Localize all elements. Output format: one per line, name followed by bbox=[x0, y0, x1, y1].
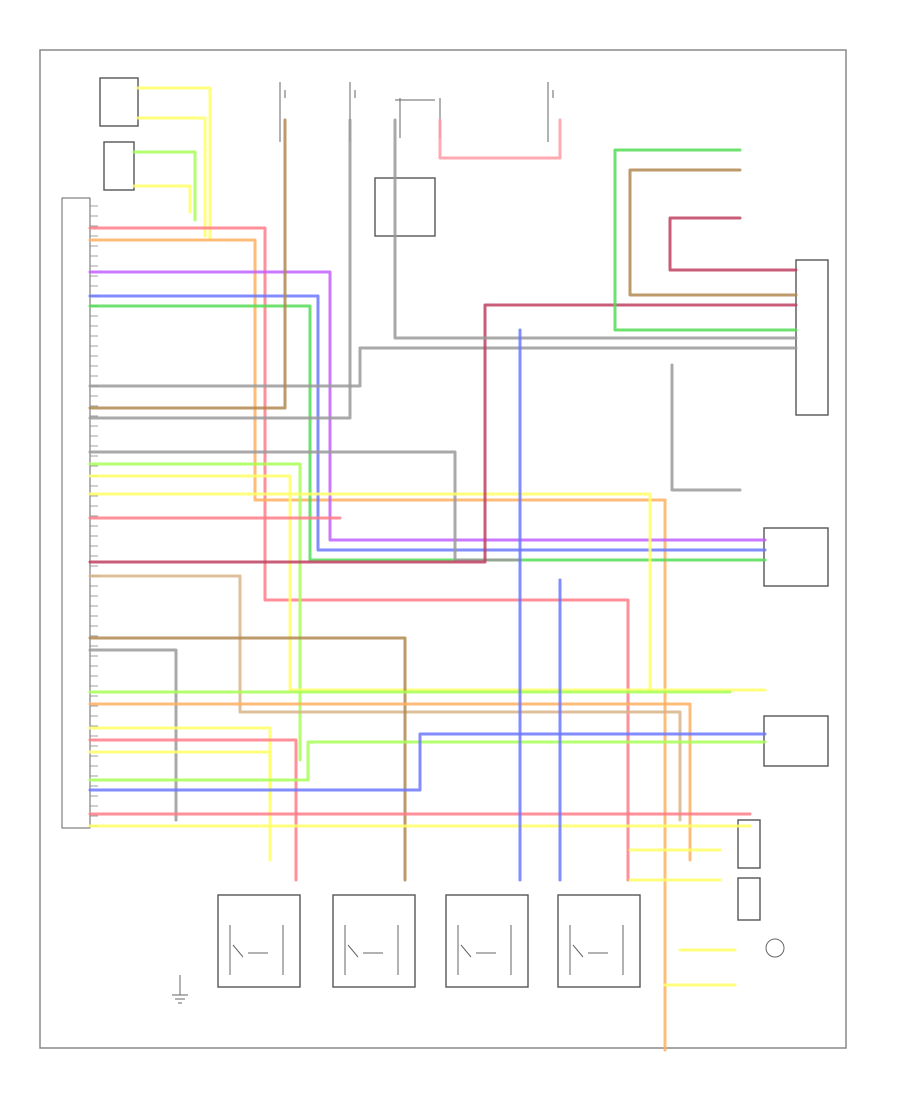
sensor-box-4 bbox=[557, 894, 641, 988]
wire-brown-3 bbox=[628, 168, 798, 297]
wire-blue-1 bbox=[88, 294, 767, 552]
wire-yellow-1 bbox=[136, 86, 212, 242]
top-left-switch-box bbox=[99, 77, 139, 127]
sensor-switch-symbol bbox=[229, 925, 284, 975]
wire-brown-1 bbox=[88, 118, 287, 410]
sensor-box-2 bbox=[332, 894, 416, 988]
wire-tan-1 bbox=[88, 574, 682, 822]
wire-lightgreen-1 bbox=[88, 462, 302, 762]
wire-darkred-2 bbox=[668, 216, 798, 272]
wire-brown-2 bbox=[88, 636, 407, 882]
wire-orange-2 bbox=[88, 702, 692, 862]
module-pin-ticks bbox=[90, 205, 98, 827]
wire-lightgreen-3 bbox=[88, 740, 767, 782]
wire-green-3 bbox=[613, 148, 798, 332]
wire-blue-2 bbox=[88, 732, 767, 792]
wire-yellow-5 bbox=[88, 492, 652, 692]
top-component-stubs bbox=[279, 82, 554, 142]
right-connector-lower bbox=[763, 715, 829, 767]
wire-gray-2 bbox=[88, 118, 352, 420]
right-connector-mid bbox=[763, 527, 829, 587]
wire-green-1 bbox=[132, 150, 197, 222]
wire-orange-1 bbox=[88, 238, 667, 1052]
right-sensor-box-2 bbox=[737, 877, 761, 921]
right-sensor-box-1 bbox=[737, 819, 761, 869]
wire-gray-4 bbox=[88, 648, 178, 822]
wire-gray-3 bbox=[88, 450, 522, 562]
sensor-switch-symbol bbox=[569, 925, 624, 975]
bottom-sensor-boxes bbox=[217, 894, 641, 988]
sensor-box-3 bbox=[445, 894, 529, 988]
wire-gray-5 bbox=[393, 118, 798, 340]
wire-yellow-4 bbox=[88, 474, 767, 692]
right-sensor-circle bbox=[765, 938, 785, 958]
wire-yellow-10 bbox=[663, 948, 737, 987]
wire-red-1 bbox=[88, 226, 630, 882]
diagram-frame bbox=[39, 49, 847, 1049]
main-module-outline bbox=[61, 197, 91, 829]
wire-yellow-7 bbox=[88, 750, 272, 802]
wire-yellow-9 bbox=[628, 848, 722, 882]
wire-pink-1 bbox=[438, 118, 562, 160]
sensor-box-1 bbox=[217, 894, 301, 988]
wire-gray-6 bbox=[670, 363, 742, 492]
sensor-switch-symbol bbox=[344, 925, 399, 975]
wire-yellow-6 bbox=[88, 726, 272, 862]
wires bbox=[88, 86, 798, 1052]
wire-violet-1 bbox=[88, 270, 767, 542]
center-relay-box bbox=[374, 177, 436, 237]
sensor-switch-symbol bbox=[457, 925, 512, 975]
wire-yellow-3 bbox=[132, 184, 192, 214]
wire-gray-1 bbox=[88, 346, 798, 388]
wire-green-2 bbox=[88, 304, 767, 562]
wire-yellow-2 bbox=[136, 116, 207, 238]
wire-red-3 bbox=[88, 738, 298, 882]
right-connector-top bbox=[795, 259, 829, 416]
wire-darkred-1 bbox=[88, 303, 798, 564]
ground-symbol bbox=[172, 975, 188, 1004]
top-left-switch-box-2 bbox=[103, 141, 135, 191]
